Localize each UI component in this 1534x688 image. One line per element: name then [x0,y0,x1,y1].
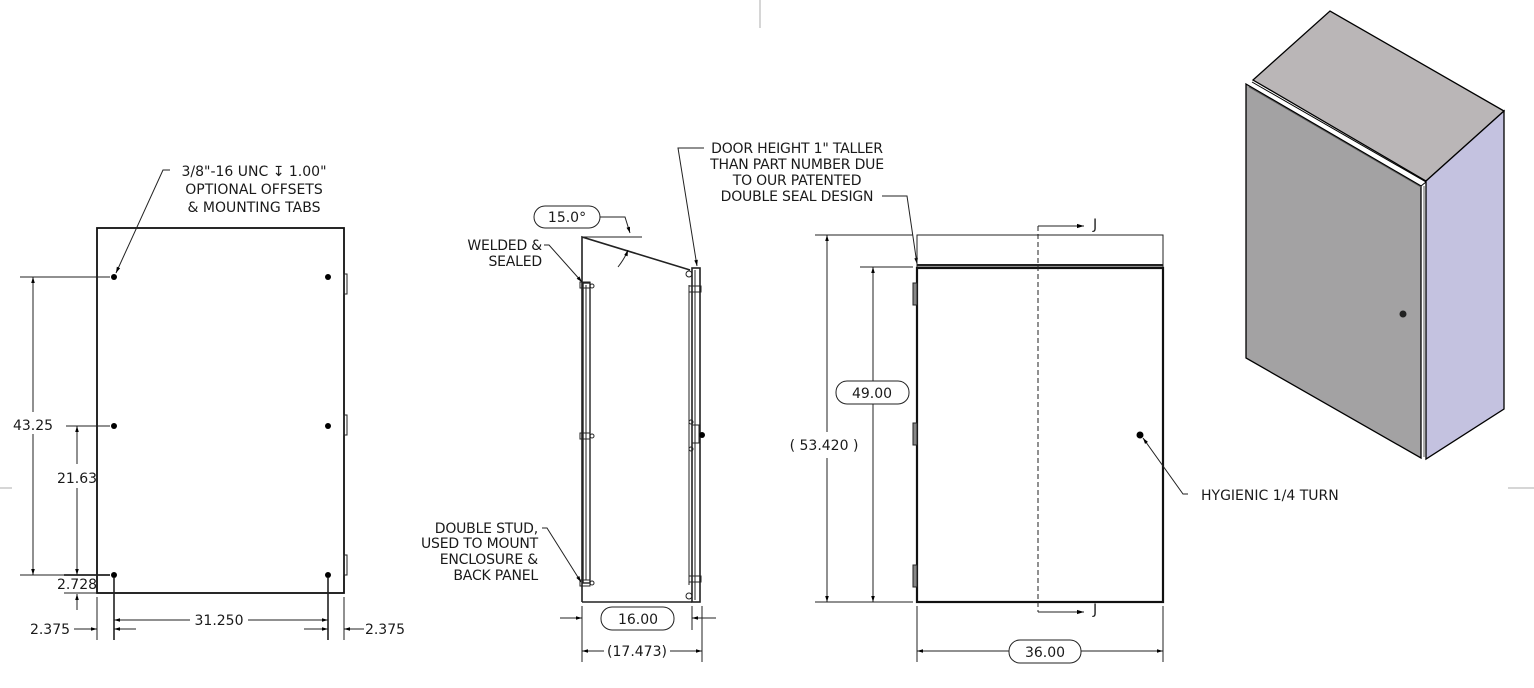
callout-thread-spec: 3/8"-16 UNC ↧ 1.00" [181,164,326,180]
section-label-bottom: J [1092,602,1097,618]
door-outline [915,266,1165,604]
note-stud-line3: ENCLOSURE & [440,552,539,568]
isometric-view [1245,10,1506,461]
section-label-top: J [1092,217,1097,233]
front-view: HYGIENIC 1/4 TURN J J ( 53.420 ) 49.00 3… [790,217,1339,664]
dim-width: 36.00 [1025,645,1065,661]
note-door-line3: TO OUR PATENTED [732,173,862,189]
dim-height: 49.00 [852,386,892,402]
mounting-holes [111,274,331,578]
iso-latch-icon [1399,310,1407,318]
note-door-line4: DOUBLE SEAL DESIGN [721,189,874,205]
depth-dimension-box [600,606,675,631]
note-stud-line4: BACK PANEL [453,568,538,584]
dim-overall-depth: (17.473) [607,644,667,660]
width-dimension-box [1008,639,1082,664]
back-view: 3/8"-16 UNC ↧ 1.00" OPTIONAL OFFSETS & M… [13,164,405,640]
height-dimension-box [835,380,910,405]
dim-door-angle: 15.0° [548,210,586,226]
dim-overall-height: ( 53.420 ) [790,438,859,454]
callout-optional-offsets: OPTIONAL OFFSETS [185,182,323,198]
dim-depth: 16.00 [618,612,658,628]
angle-dimension-box [533,205,601,229]
dim-right-offset: 2.375 [365,622,405,638]
dim-hole-height-mid: 21.63 [57,471,97,487]
side-view: 15.0° WELDED & SEALED DOUBLE STUD, USED … [421,141,918,662]
note-stud-line2: USED TO MOUNT [421,536,539,552]
note-door-line2: THAN PART NUMBER DUE [709,157,884,173]
hinge-tabs [343,273,348,576]
dim-hole-height-overall: 43.25 [13,418,53,434]
dim-left-offset: 2.375 [30,622,70,638]
dim-hole-spacing: 31.250 [195,613,244,629]
note-latch: HYGIENIC 1/4 TURN [1201,488,1339,504]
note-welded-line2: SEALED [488,254,542,270]
iso-side-face [1425,109,1505,461]
iso-door-face [1245,82,1422,460]
note-stud-line1: DOUBLE STUD, [435,521,538,537]
callout-mounting-tabs: & MOUNTING TABS [188,200,321,216]
back-panel-outline [96,227,345,594]
latch-icon [1136,431,1144,439]
note-welded-line1: WELDED & [467,238,542,254]
note-door-line1: DOOR HEIGHT 1" TALLER [711,141,883,157]
dim-bottom-offset: 2.728 [57,577,97,593]
